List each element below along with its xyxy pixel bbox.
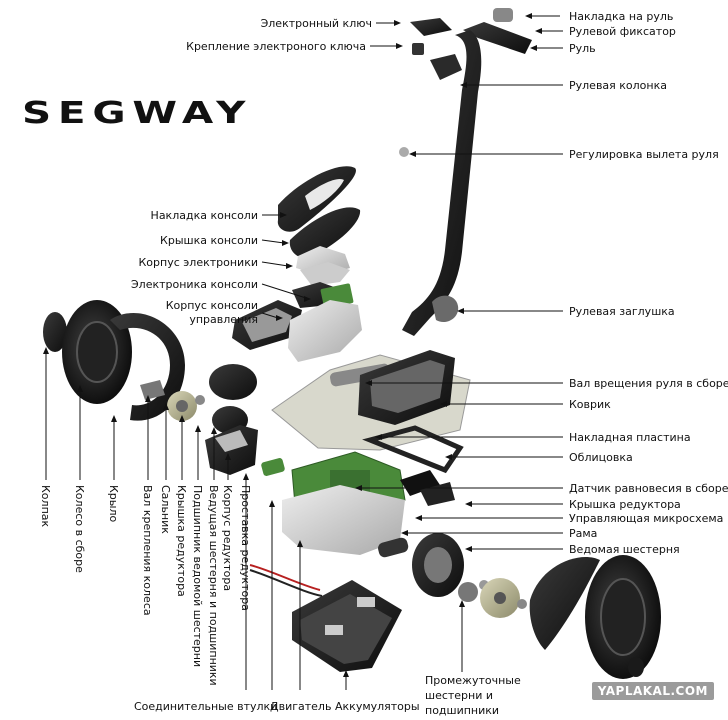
label-gearbox-spacer: Проставка редуктора	[239, 485, 252, 611]
label-console-overlay: Накладка консоли	[150, 209, 258, 222]
label-electronics-housing: Корпус электроники	[138, 256, 258, 269]
steering-column	[399, 8, 532, 336]
label-control-console-housing-line2: управления	[189, 313, 258, 326]
label-intermediate-gears-line2: шестерни и	[425, 689, 494, 702]
label-fender: Крыло	[107, 485, 120, 523]
label-wheel-assembly: Колесо в сборе	[73, 485, 86, 573]
platform-frame	[271, 350, 471, 555]
label-control-console-housing-line1: Корпус консоли	[165, 299, 258, 312]
label-motor: Двигатель	[270, 700, 332, 713]
label-drive-gear-bearings: Ведущая шестерня и подшипники	[207, 485, 220, 686]
left-wheel-assembly	[43, 300, 285, 476]
label-steering-plug: Рулевая заглушка	[569, 305, 675, 318]
label-console-electronics: Электроника консоли	[131, 278, 258, 291]
label-gearbox-cover-left: Крышка редуктора	[175, 485, 188, 597]
watermark: YAPLAKAL.COM	[591, 682, 714, 700]
label-intermediate-gears-line1: Промежуточные	[425, 674, 521, 687]
label-handlebar-cover: Накладка на руль	[569, 10, 674, 23]
label-control-chip: Управляющая микросхема	[569, 512, 724, 525]
label-batteries: Аккумуляторы	[335, 700, 420, 713]
label-gearbox-cover-right: Крышка редуктора	[569, 498, 681, 511]
label-electronic-key-mount: Крепление электроного ключа	[186, 40, 366, 53]
battery-motor	[249, 564, 402, 672]
label-oil-seal: Сальник	[159, 485, 172, 534]
leader-lines	[45, 15, 563, 690]
label-mat: Коврик	[569, 398, 611, 411]
right-wheel-assembly	[378, 533, 661, 679]
label-console-cover: Крышка консоли	[160, 234, 258, 247]
label-handlebar-reach-adjust: Регулировка вылета руля	[569, 148, 719, 161]
segway-logo: SEGWAY	[22, 96, 253, 131]
label-balance-sensor-assembly: Датчик равновесия в сборе	[569, 482, 728, 495]
label-hubcap: Колпак	[39, 485, 52, 528]
label-electronic-key: Электронный ключ	[260, 17, 372, 30]
label-steering-lock: Рулевой фиксатор	[569, 25, 676, 38]
leader-arrowheads	[43, 13, 542, 677]
label-steering-shaft-assembly: Вал врещения руля в сборе	[569, 377, 728, 390]
label-intermediate-gears-line3: подшипники	[425, 704, 500, 717]
label-cover-plate: Накладная пластина	[569, 431, 691, 444]
label-fairing: Облицовка	[569, 451, 633, 464]
label-driven-gear: Ведомая шестерня	[569, 543, 680, 556]
label-connecting-bushings: Соединительные втулки	[134, 700, 278, 713]
label-wheel-axle: Вал крепления колеса	[141, 485, 154, 616]
label-handlebar: Руль	[569, 42, 596, 55]
label-steering-column: Рулевая колонка	[569, 79, 667, 92]
label-frame: Рама	[569, 527, 598, 540]
label-gearbox-housing: Корпус редуктора	[221, 485, 234, 592]
label-driven-gear-bearing: Подшипник ведомой шестерни	[191, 485, 204, 668]
